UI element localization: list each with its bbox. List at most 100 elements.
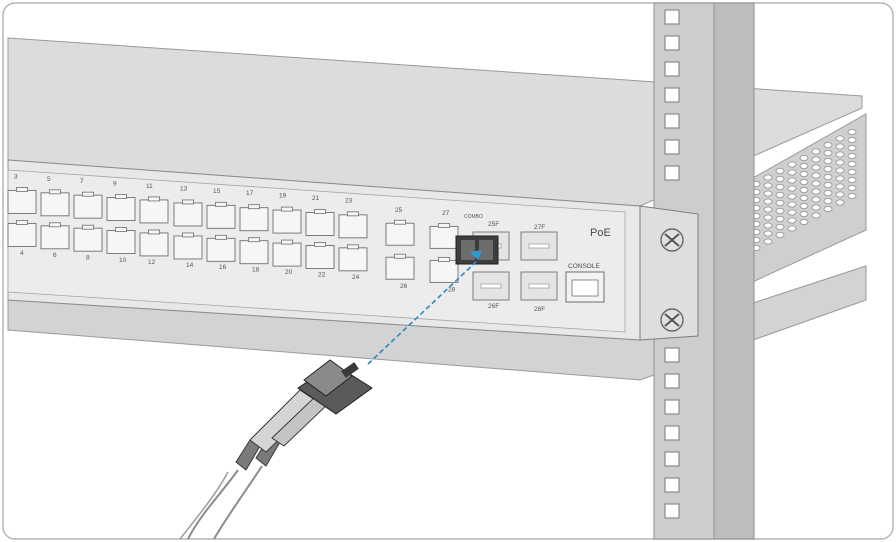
vent-hole bbox=[811, 148, 821, 155]
vent-hole bbox=[799, 194, 809, 201]
port-number-bottom: 22 bbox=[318, 271, 326, 278]
vent-hole bbox=[763, 198, 773, 205]
rack-hole bbox=[664, 139, 680, 155]
rj45-port bbox=[40, 189, 70, 217]
combo-label: COMBO bbox=[464, 214, 483, 220]
vent-hole bbox=[775, 183, 785, 190]
rj45-port bbox=[385, 253, 415, 280]
vent-hole bbox=[847, 184, 857, 191]
rj45-port bbox=[206, 234, 236, 262]
vent-hole bbox=[775, 199, 785, 206]
vent-hole bbox=[823, 141, 833, 148]
vent-hole bbox=[847, 168, 857, 175]
rj45-port bbox=[239, 204, 269, 232]
rj45-port bbox=[73, 224, 103, 252]
lc-duplex-connector bbox=[235, 359, 373, 471]
vent-hole bbox=[811, 188, 821, 195]
vent-hole bbox=[823, 205, 833, 212]
rack-hole bbox=[664, 165, 680, 181]
rack-hole bbox=[664, 113, 680, 129]
vent-hole bbox=[799, 210, 809, 217]
insertion-guide-line bbox=[367, 259, 479, 365]
vent-hole bbox=[811, 204, 821, 211]
sfp-slot-mouth bbox=[528, 283, 550, 289]
sfp-slot-mouth bbox=[528, 243, 550, 249]
vent-hole bbox=[823, 157, 833, 164]
port-number-top: 27 bbox=[442, 210, 450, 217]
vent-hole bbox=[835, 191, 845, 198]
rj45-port bbox=[305, 209, 335, 236]
vent-hole bbox=[775, 207, 785, 214]
vent-hole bbox=[835, 175, 845, 182]
vent-hole bbox=[799, 218, 809, 225]
vent-hole bbox=[763, 214, 773, 221]
rack-hole bbox=[664, 425, 680, 441]
port-number-top: 13 bbox=[180, 185, 188, 192]
vent-hole bbox=[763, 182, 773, 189]
port-number-bottom: 12 bbox=[148, 259, 156, 266]
vent-hole bbox=[847, 144, 857, 151]
rj45-port bbox=[7, 187, 37, 214]
port-number-bottom: 28 bbox=[448, 287, 456, 294]
vent-hole bbox=[847, 128, 857, 135]
rj45-port bbox=[239, 237, 269, 265]
port-number-top: 5 bbox=[47, 176, 51, 183]
rj45-port bbox=[7, 220, 37, 247]
rack-hole bbox=[664, 503, 680, 519]
rj45-port bbox=[338, 244, 368, 272]
vent-hole bbox=[799, 202, 809, 209]
vent-hole bbox=[835, 183, 845, 190]
vent-hole bbox=[787, 193, 797, 200]
rack-hole bbox=[664, 61, 680, 77]
rj45-port bbox=[40, 222, 70, 250]
vent-hole bbox=[799, 178, 809, 185]
rj45-port bbox=[106, 194, 136, 222]
rack-hole bbox=[664, 477, 680, 493]
port-number-top: 3 bbox=[14, 173, 18, 180]
port-number-bottom: 8 bbox=[86, 255, 90, 262]
port-number-bottom: 10 bbox=[119, 257, 127, 264]
vent-hole bbox=[787, 185, 797, 192]
vent-hole bbox=[775, 231, 785, 238]
vent-hole bbox=[811, 172, 821, 179]
vent-hole bbox=[823, 181, 833, 188]
rack-hole bbox=[664, 451, 680, 467]
rj45-port bbox=[106, 227, 136, 255]
rj45-port bbox=[139, 196, 169, 224]
vent-hole bbox=[823, 149, 833, 156]
port-number-top: 15 bbox=[213, 188, 221, 195]
sfp-port-label: 27F bbox=[534, 224, 545, 231]
port-number-bottom: 24 bbox=[352, 274, 360, 281]
vent-hole bbox=[799, 162, 809, 169]
rack-hole bbox=[664, 373, 680, 389]
vent-hole bbox=[835, 143, 845, 150]
rj45-port bbox=[173, 199, 203, 227]
vent-hole bbox=[823, 165, 833, 172]
vent-hole bbox=[799, 154, 809, 161]
sfp-port-block bbox=[455, 231, 558, 301]
rack-hole bbox=[664, 9, 680, 25]
console-label: CONSOLE bbox=[568, 263, 600, 270]
sfp-port-label: 25F bbox=[488, 221, 499, 228]
port-number-top: 17 bbox=[246, 190, 254, 197]
rj45-port bbox=[272, 239, 302, 267]
port-number-top: 7 bbox=[80, 178, 84, 185]
rack-hole bbox=[664, 35, 680, 51]
vent-hole bbox=[847, 176, 857, 183]
sfp-port-label: 28F bbox=[534, 306, 545, 313]
rack-hole bbox=[664, 347, 680, 363]
rj45-port bbox=[385, 219, 415, 246]
port-number-bottom: 4 bbox=[20, 250, 24, 257]
port-number-bottom: 14 bbox=[186, 262, 194, 269]
sfp-port-label: 26F bbox=[488, 303, 499, 310]
port-number-top: 19 bbox=[279, 193, 287, 200]
vent-hole bbox=[763, 174, 773, 181]
vent-hole bbox=[799, 170, 809, 177]
vent-hole bbox=[811, 180, 821, 187]
rj45-port bbox=[73, 191, 103, 219]
poe-label: PoE bbox=[590, 227, 611, 239]
vent-hole bbox=[823, 173, 833, 180]
vent-hole bbox=[847, 152, 857, 159]
